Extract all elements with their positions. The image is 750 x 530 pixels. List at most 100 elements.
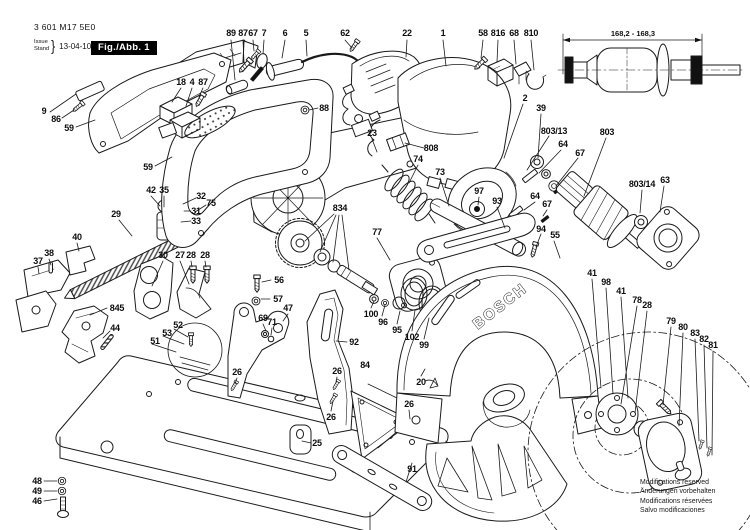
base-plate: [55, 355, 449, 530]
part-label-28: 28: [186, 250, 196, 260]
blade-guard: [394, 240, 603, 444]
part-label-86: 86: [51, 114, 61, 124]
part-label-68: 68: [509, 28, 519, 38]
part-label-81: 81: [708, 340, 718, 350]
part-label-4: 4: [189, 77, 195, 87]
part-label-41: 41: [587, 268, 597, 278]
brush-holders: [350, 114, 410, 152]
part-label-48: 48: [32, 476, 42, 486]
issue-word: Issue: [34, 39, 48, 46]
modification-note-line: Salvo modificaciones: [640, 506, 705, 514]
part-label-40: 40: [72, 232, 82, 242]
dimension-text: 168,2 - 168,3: [611, 29, 655, 38]
part-label-47: 47: [283, 303, 293, 313]
part-label-37: 37: [33, 256, 43, 266]
issue-date: 13-04-10: [59, 41, 92, 51]
part-label-64: 64: [530, 191, 540, 201]
issue-stand-block: Issue Stand } 13-04-10: [34, 37, 92, 55]
part-label-94: 94: [536, 224, 546, 234]
part-label-28: 28: [642, 300, 652, 310]
part-label-816: 816: [490, 28, 506, 38]
part-label-32: 32: [196, 191, 206, 201]
part-label-62: 62: [340, 28, 350, 38]
motor-housing: [397, 57, 512, 191]
part-label-5: 5: [303, 28, 309, 38]
part-label-59: 59: [64, 123, 74, 133]
lower-guard: [425, 383, 568, 522]
part-label-1: 1: [440, 28, 446, 38]
part-label-26: 26: [404, 399, 414, 409]
shaft-keys-and-rings: [508, 155, 563, 223]
part-label-7: 7: [261, 28, 267, 38]
detail-bubble: [167, 322, 223, 378]
part-label-56: 56: [274, 275, 284, 285]
part-label-33: 33: [191, 216, 201, 226]
part-label-79: 79: [666, 316, 676, 326]
part-label-22: 22: [402, 28, 412, 38]
part-label-845: 845: [109, 303, 125, 313]
part-label-9: 9: [41, 106, 47, 116]
armature: [555, 171, 700, 270]
part-label-39: 39: [536, 103, 546, 113]
part-label-41: 41: [616, 286, 626, 296]
part-label-42: 42: [146, 185, 156, 195]
part-label-93: 93: [492, 196, 502, 206]
switch-group: [472, 55, 547, 90]
part-label-2: 2: [522, 93, 528, 103]
part-label-89: 89: [226, 28, 236, 38]
modification-note-line: Änderungen vorbehalten: [640, 488, 716, 496]
part-label-64: 64: [558, 139, 568, 149]
part-label-55: 55: [550, 230, 560, 240]
issue-brace: }: [51, 37, 56, 55]
part-label-77: 77: [372, 227, 382, 237]
part-label-803/14: 803/14: [628, 179, 656, 189]
armature-dimension-drawing: [557, 33, 746, 97]
part-label-20: 20: [416, 377, 426, 387]
return-spring: [381, 164, 436, 224]
part-label-91: 91: [407, 464, 417, 474]
pivot-brackets: [227, 274, 449, 511]
part-label-803/13: 803/13: [540, 126, 568, 136]
part-label-53: 53: [162, 328, 172, 338]
part-label-28: 28: [200, 250, 210, 260]
part-label-808: 808: [423, 143, 439, 153]
part-label-67: 67: [542, 199, 552, 209]
part-label-98: 98: [601, 277, 611, 287]
part-label-30: 30: [158, 250, 168, 260]
part-label-95: 95: [392, 325, 402, 335]
part-label-26: 26: [326, 412, 336, 422]
part-label-6: 6: [282, 28, 288, 38]
part-label-35: 35: [159, 185, 169, 195]
part-label-810: 810: [523, 28, 539, 38]
part-label-29: 29: [111, 209, 121, 219]
part-label-102: 102: [404, 332, 420, 342]
part-label-52: 52: [173, 320, 183, 330]
part-label-67: 67: [575, 148, 585, 158]
part-label-57: 57: [273, 294, 283, 304]
transport-arm: [416, 212, 536, 263]
document-number: 3 601 M17 5E0: [34, 22, 96, 32]
part-label-83: 83: [690, 328, 700, 338]
part-label-99: 99: [419, 340, 429, 350]
part-label-834: 834: [332, 203, 348, 213]
figure-badge: Fig./Abb. 1: [91, 41, 157, 55]
motor-wires: [342, 38, 381, 157]
part-label-23: 23: [367, 128, 377, 138]
switch-parts: [158, 91, 207, 139]
stand-word: Stand: [34, 46, 50, 52]
part-label-96: 96: [378, 317, 388, 327]
modification-note-line: Modifications réservées: [640, 497, 713, 505]
part-label-49: 49: [32, 486, 42, 496]
part-label-51: 51: [150, 336, 160, 346]
part-label-803: 803: [599, 127, 615, 137]
part-label-100: 100: [363, 309, 379, 319]
part-label-26: 26: [232, 367, 242, 377]
part-label-27: 27: [175, 250, 185, 260]
part-label-25: 25: [312, 438, 322, 448]
leader-lines: [37, 39, 714, 502]
part-label-88: 88: [319, 103, 329, 113]
part-label-46: 46: [32, 496, 42, 506]
